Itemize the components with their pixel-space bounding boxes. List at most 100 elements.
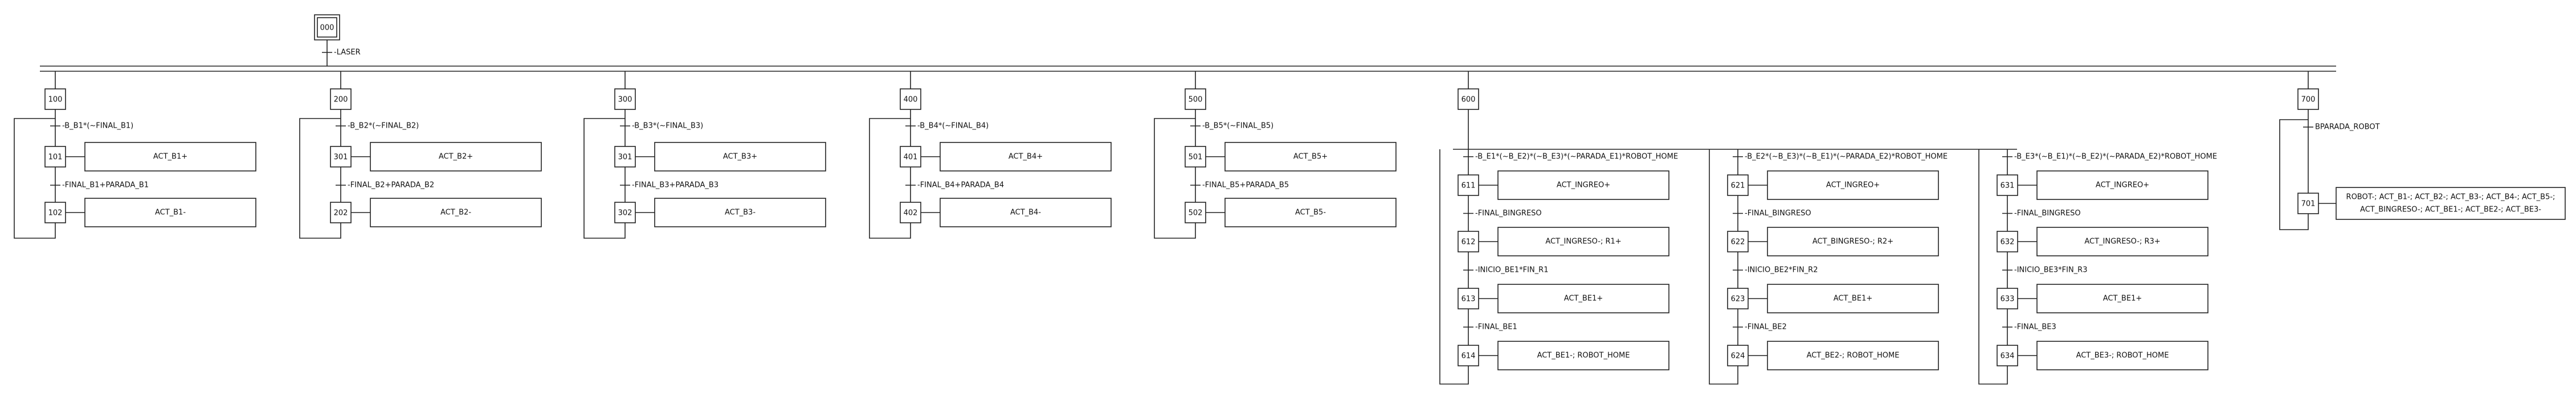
step-number: 301 bbox=[334, 153, 348, 162]
step-number: 000 bbox=[320, 24, 334, 32]
action-label: ACT_B5+ bbox=[1293, 153, 1328, 161]
transition-label: -B_B1*(~FINAL_B1) bbox=[62, 122, 133, 130]
action-box bbox=[940, 142, 1112, 172]
transition-label: -FINAL_BINGRESO bbox=[1745, 209, 1811, 218]
action-box bbox=[2036, 227, 2208, 256]
action-label: ACT_B1- bbox=[155, 209, 186, 217]
action-box bbox=[370, 198, 542, 227]
action-label: ACT_B4+ bbox=[1009, 153, 1043, 161]
step-number: 612 bbox=[1461, 238, 1476, 247]
action-box bbox=[84, 198, 256, 227]
head-step-100 bbox=[44, 88, 66, 110]
action-label: ACT_INGREO+ bbox=[1826, 181, 1880, 190]
action-box bbox=[370, 142, 542, 172]
action-box bbox=[1497, 227, 1669, 256]
action-box bbox=[1224, 142, 1397, 172]
transition-label: -FINAL_B3+PARADA_B3 bbox=[632, 181, 718, 190]
action-box bbox=[1497, 341, 1669, 370]
head-step-200 bbox=[330, 88, 352, 110]
transition-label: -B_B2*(~FINAL_B2) bbox=[348, 122, 419, 130]
action-label: ACT_BE1+ bbox=[2103, 295, 2142, 303]
transition-label: -INICIO_BE2*FIN_R2 bbox=[1745, 266, 1818, 275]
loop-back-line bbox=[869, 118, 911, 239]
head-step-600 bbox=[1458, 88, 1479, 110]
step-number: 631 bbox=[2001, 182, 2015, 190]
transition-label: -B_B3*(~FINAL_B3) bbox=[632, 122, 703, 130]
step-number: 611 bbox=[1461, 182, 1476, 190]
step-number: 614 bbox=[1461, 352, 1476, 361]
action-box bbox=[1767, 284, 1939, 313]
action-box bbox=[1767, 170, 1939, 200]
transition-label: -FINAL_B1+PARADA_B1 bbox=[62, 181, 149, 190]
action-label: ACT_B4- bbox=[1010, 209, 1041, 217]
action-label: ACT_BINGRESO-; R2+ bbox=[1812, 238, 1893, 246]
transition-label: -B_B5*(~FINAL_B5) bbox=[1202, 122, 1273, 130]
step-614 bbox=[1458, 345, 1479, 366]
action-label: ROBOT-; ACT_B1-; ACT_B2-; ACT_B3-; ACT_B… bbox=[2346, 193, 2555, 202]
action-label: ACT_BE1+ bbox=[1564, 295, 1603, 303]
action-box bbox=[654, 198, 826, 227]
initial-step-inner bbox=[317, 17, 337, 38]
loop-back-line bbox=[1709, 149, 1738, 385]
action-label: ACT_BE3-; ROBOT_HOME bbox=[2076, 352, 2169, 360]
loop-back-line bbox=[2279, 119, 2309, 230]
step-number: 300 bbox=[618, 96, 632, 104]
step-number: 632 bbox=[2001, 238, 2015, 247]
step-number: 621 bbox=[1731, 182, 1745, 190]
step-622 bbox=[1727, 231, 1749, 252]
action-box bbox=[2036, 170, 2208, 200]
transition-label: BPARADA_ROBOT bbox=[2315, 123, 2380, 132]
transition-label: -FINAL_B4+PARADA_B4 bbox=[917, 181, 1004, 190]
action-box bbox=[1497, 170, 1669, 200]
step-402 bbox=[900, 202, 921, 223]
transition-label: -INICIO_BE3*FIN_R3 bbox=[2014, 266, 2087, 275]
action-label: ACT_B1+ bbox=[153, 153, 187, 161]
step-number: 302 bbox=[618, 209, 632, 218]
step-number: 613 bbox=[1461, 295, 1476, 304]
action-label: ACT_B2+ bbox=[439, 153, 473, 161]
action-box bbox=[84, 142, 256, 172]
step-number: 502 bbox=[1189, 209, 1203, 218]
action-label: ACT_BE1+ bbox=[1834, 295, 1872, 303]
head-step-700 bbox=[2297, 88, 2319, 110]
action-label: ACT_INGREO+ bbox=[1557, 181, 1610, 190]
transition-label: -LASER bbox=[334, 48, 361, 57]
action-box bbox=[2036, 341, 2208, 370]
step-621 bbox=[1727, 174, 1749, 196]
action-label: ACT_INGRESO-; R1+ bbox=[1545, 238, 1621, 246]
transition-label: -FINAL_BINGRESO bbox=[2014, 209, 2081, 218]
transition-label: -FINAL_BE3 bbox=[2014, 323, 2056, 332]
step-number: 622 bbox=[1731, 238, 1745, 247]
action-label: ACT_INGRESO-; R3+ bbox=[2084, 238, 2160, 246]
step-number: 600 bbox=[1461, 96, 1476, 104]
step-302 bbox=[614, 202, 636, 223]
action-label: ACT_BE2-; ROBOT_HOME bbox=[1807, 352, 1900, 360]
step-number: 301 bbox=[618, 153, 632, 162]
step-number: 500 bbox=[1189, 96, 1203, 104]
action-label: ACT_B3+ bbox=[723, 153, 757, 161]
step-number: 100 bbox=[48, 96, 63, 104]
action-box bbox=[1767, 341, 1939, 370]
step-number: 623 bbox=[1731, 295, 1745, 304]
step-number: 634 bbox=[2001, 352, 2015, 361]
step-number: 501 bbox=[1189, 153, 1203, 162]
loop-back-line bbox=[1439, 149, 1469, 385]
action-box bbox=[2036, 284, 2208, 313]
head-step-500 bbox=[1185, 88, 1206, 110]
transition-label: -FINAL_BE2 bbox=[1745, 323, 1787, 332]
action-label: ACT_BINGRESO-; ACT_BE1-; ACT_BE2-; ACT_B… bbox=[2360, 206, 2541, 214]
action-label: ACT_BE1-; ROBOT_HOME bbox=[1537, 352, 1630, 360]
step-number: 400 bbox=[904, 96, 918, 104]
step-number: 101 bbox=[48, 153, 63, 162]
action-box bbox=[1497, 284, 1669, 313]
loop-back-line bbox=[1978, 149, 2008, 385]
action-box bbox=[940, 198, 1112, 227]
loop-back-line bbox=[14, 118, 56, 239]
transition-label: -B_B4*(~FINAL_B4) bbox=[917, 122, 989, 130]
step-number: 402 bbox=[904, 209, 918, 218]
step-624 bbox=[1727, 345, 1749, 366]
step-number: 200 bbox=[334, 96, 348, 104]
transition-label: -B_E1*(~B_E2)*(~B_E3)*(~PARADA_E1)*ROBOT… bbox=[1475, 153, 1678, 161]
transition-label: -FINAL_B2+PARADA_B2 bbox=[348, 181, 434, 190]
